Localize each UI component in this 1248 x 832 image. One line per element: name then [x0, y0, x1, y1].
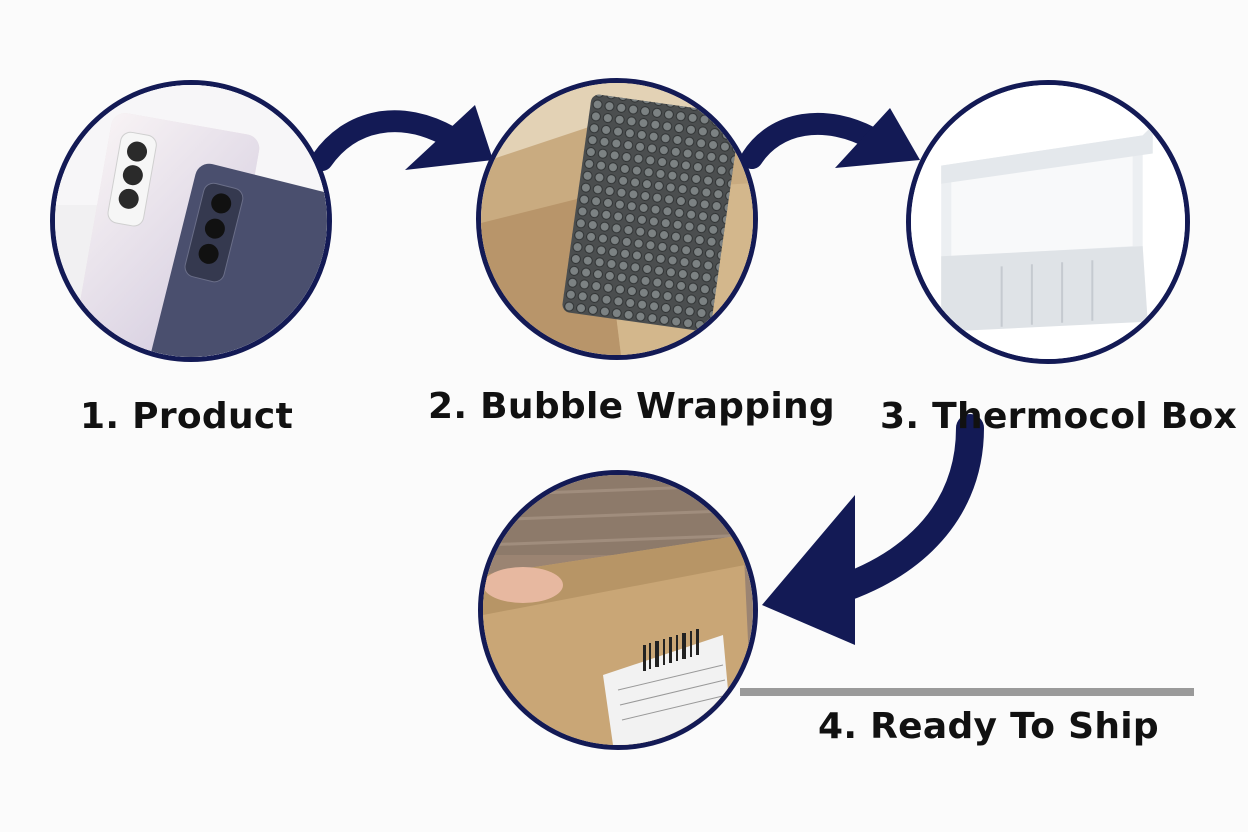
step-bubble-wrap-image [476, 78, 758, 360]
step-label-ready-to-ship: 4. Ready To Ship [818, 706, 1159, 747]
step-label-product: 1. Product [80, 396, 294, 437]
step-ready-to-ship-image [478, 470, 758, 750]
step-label-thermocol-box: 3. Thermocol Box [880, 396, 1237, 437]
thermocol-box-image [911, 85, 1185, 359]
arrow-2-to-3 [741, 108, 920, 169]
divider-line [740, 688, 1194, 696]
smartphones-image [55, 85, 327, 357]
step-label-bubble-wrapping: 2. Bubble Wrapping [428, 386, 835, 427]
bubble-wrap-image [481, 83, 753, 355]
arrow-3-to-4 [762, 414, 984, 645]
step-thermocol-box-image [906, 80, 1190, 364]
shipping-box-image [483, 475, 753, 745]
step-product-image [50, 80, 332, 362]
arrow-1-to-2 [311, 105, 493, 171]
